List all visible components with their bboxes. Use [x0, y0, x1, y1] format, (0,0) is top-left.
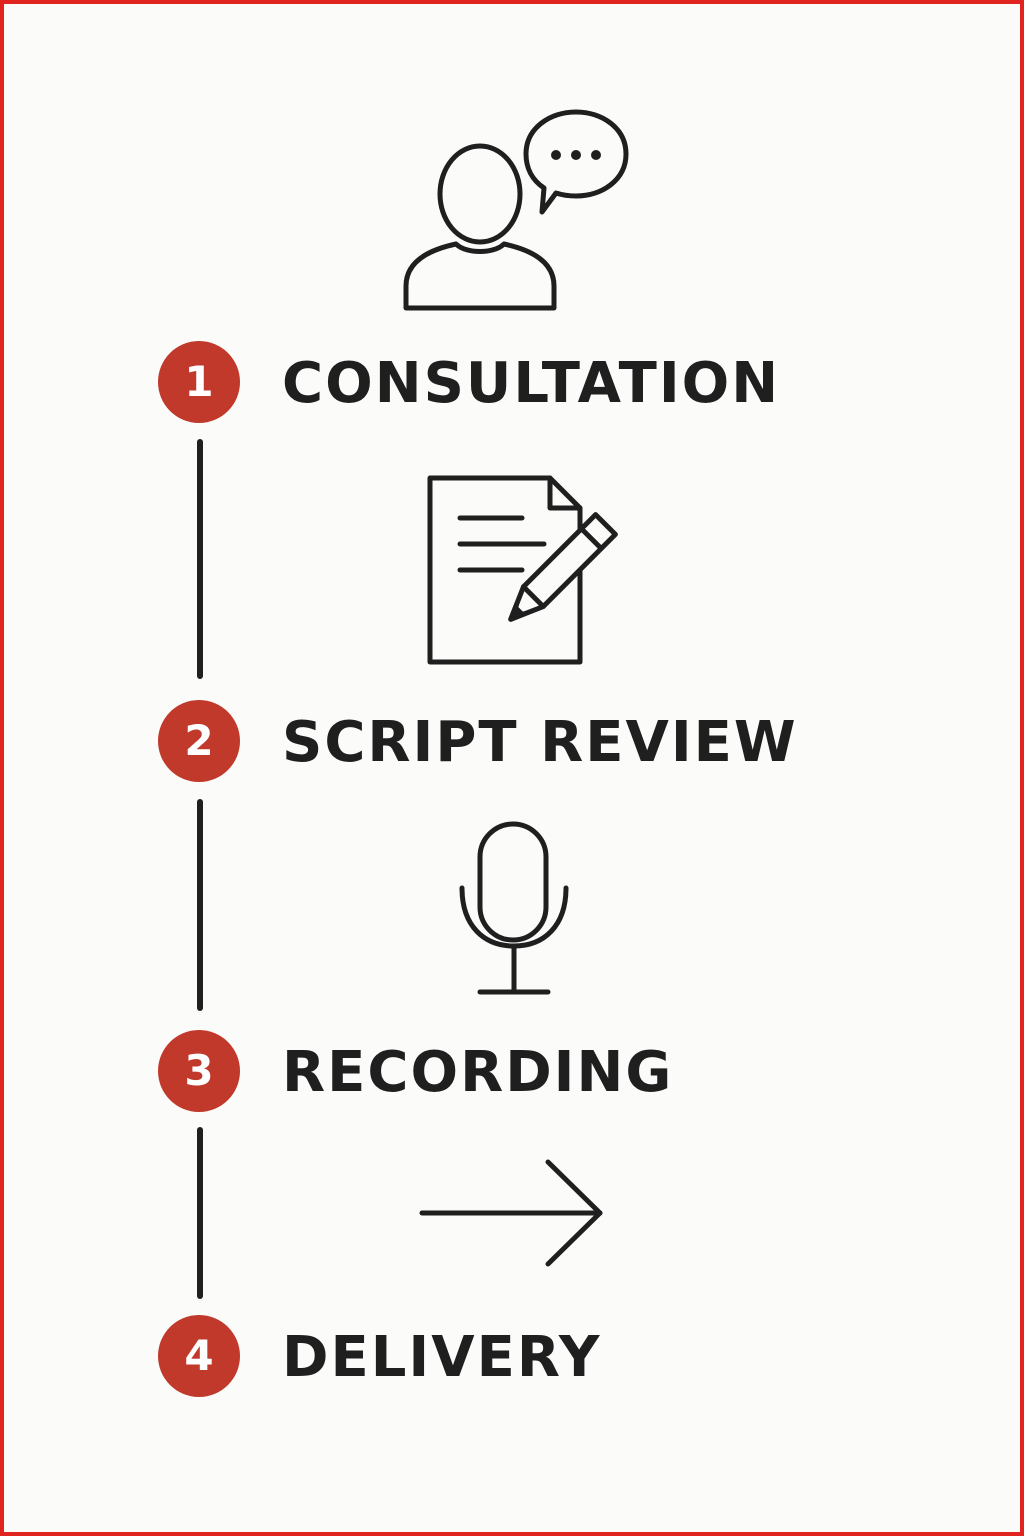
step-1-badge: 1 — [158, 341, 240, 423]
step-1-label: CONSULTATION — [282, 351, 781, 416]
step-4-number: 4 — [184, 1331, 214, 1380]
connector-2-3 — [197, 799, 203, 1011]
step-3-number: 3 — [184, 1046, 214, 1095]
step-2-label: SCRIPT REVIEW — [282, 710, 798, 775]
person-speech-bubble-icon — [394, 104, 634, 314]
step-2-badge: 2 — [158, 700, 240, 782]
step-3-label: RECORDING — [282, 1040, 674, 1105]
step-4-badge: 4 — [158, 1315, 240, 1397]
microphone-icon — [456, 818, 572, 998]
connector-1-2 — [197, 439, 203, 679]
connector-3-4 — [197, 1127, 203, 1299]
arrow-right-icon — [416, 1156, 608, 1270]
step-1-number: 1 — [184, 357, 214, 406]
step-4-label: DELIVERY — [282, 1325, 602, 1390]
step-2-number: 2 — [184, 716, 214, 765]
step-3-badge: 3 — [158, 1030, 240, 1112]
document-pencil-icon — [422, 472, 634, 670]
